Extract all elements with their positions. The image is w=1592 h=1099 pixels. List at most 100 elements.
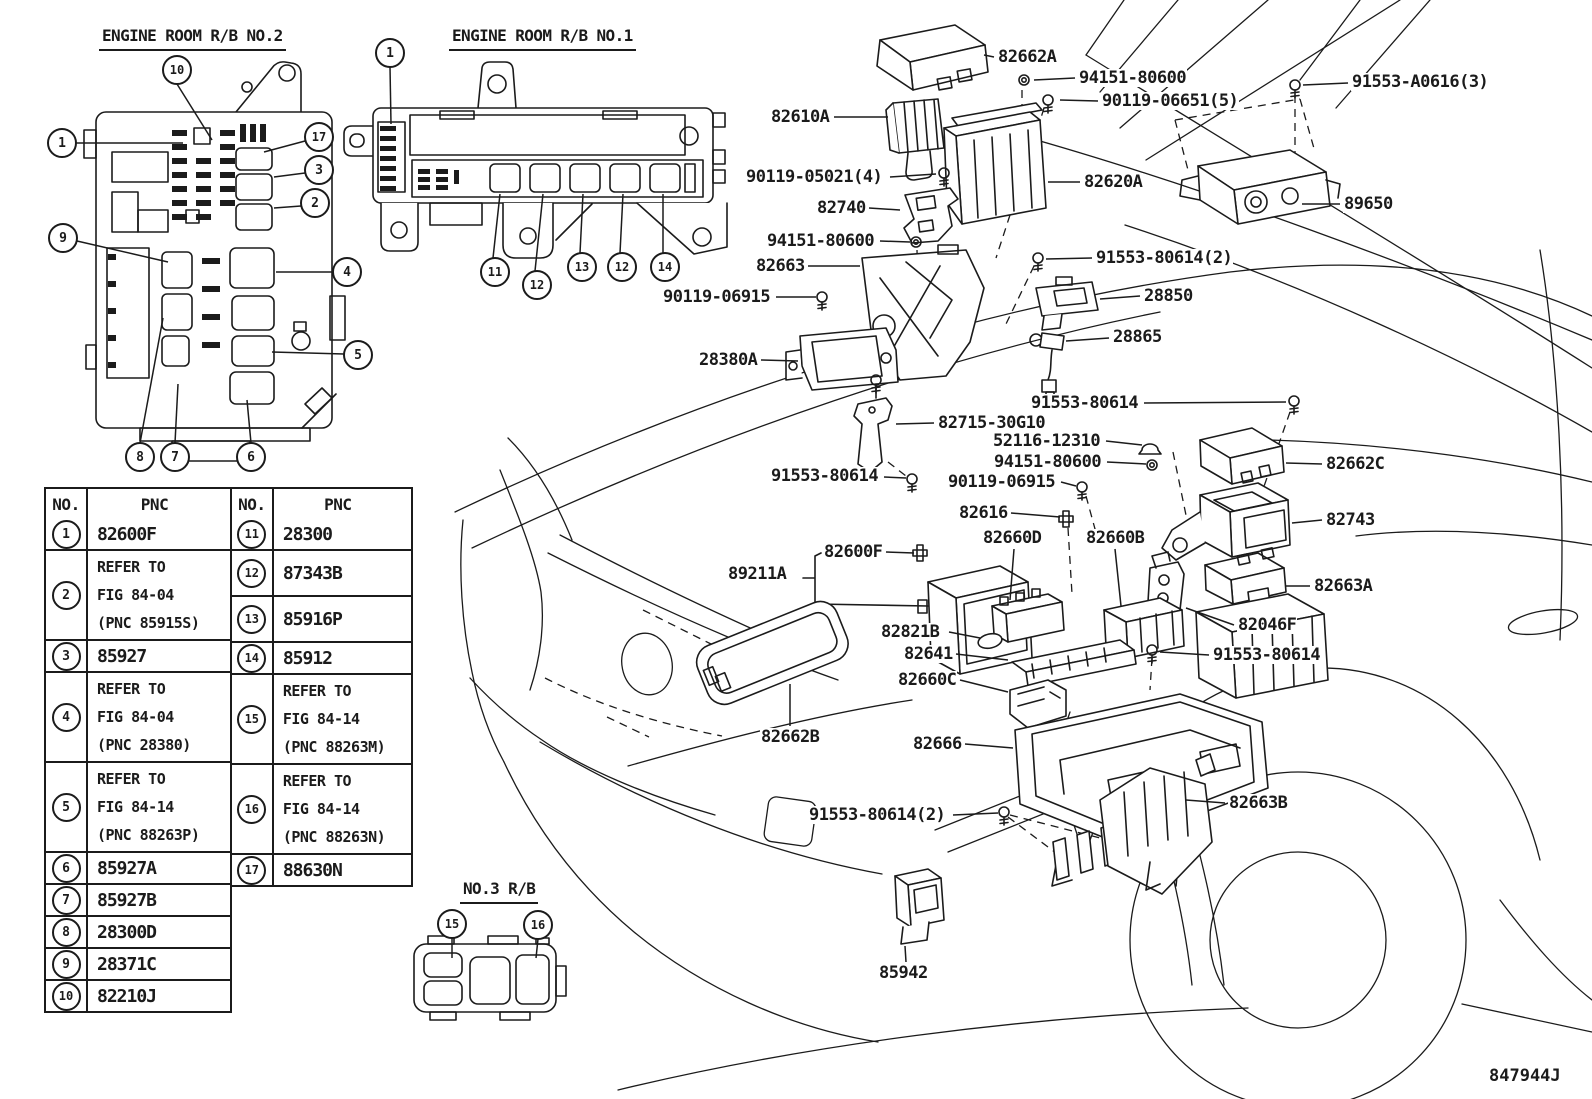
header-no: NO.: [232, 489, 274, 519]
leader-line: [885, 551, 915, 554]
leader-line: [389, 66, 392, 125]
callout-17: 17: [304, 122, 334, 152]
leader-line: [263, 140, 306, 153]
bolt-icon: [1032, 252, 1044, 272]
part-label: 52116-12310: [992, 431, 1102, 451]
pnc-cell: REFER TO FIG 84-04 (PNC 28380): [97, 680, 191, 754]
bolt-icon: [938, 167, 950, 187]
part-label: 94151-80600: [1078, 68, 1188, 88]
leader-lines: [76, 54, 1349, 963]
no-cell: 17: [232, 855, 274, 885]
pnc-cell: 87343B: [282, 562, 343, 584]
circled-number: 6: [51, 853, 81, 883]
table-header-row: NO. PNC: [46, 489, 230, 519]
no-cell: 15: [232, 675, 274, 763]
no-cell: 5: [46, 763, 88, 851]
part-label: 28865: [1112, 327, 1163, 347]
pnc-cell: 85912: [282, 647, 333, 669]
clip-icon: [1058, 510, 1074, 528]
part-label: 82666: [912, 734, 963, 754]
no-cell: 9: [46, 949, 88, 979]
part-label: 82663B: [1228, 793, 1289, 813]
bolt-icon: [998, 806, 1010, 826]
circled-number: 13: [237, 604, 267, 634]
bolt-icon: [1146, 644, 1158, 664]
leader-line: [948, 631, 981, 639]
leader-line: [868, 207, 901, 211]
circled-number: 11: [237, 519, 267, 549]
callout-9: 9: [48, 223, 78, 253]
rb-no1-title: ENGINE ROOM R/B NO.1: [449, 26, 636, 51]
part-label: 82046F: [1237, 615, 1298, 635]
no-cell: 6: [46, 853, 88, 883]
leader-line: [534, 193, 544, 272]
table-row: 8 28300D: [46, 915, 230, 947]
leader-line: [760, 359, 799, 362]
pnc-cell: REFER TO FIG 84-14 (PNC 88263P): [97, 770, 200, 844]
part-label: 82821B: [880, 622, 941, 642]
leader-line: [76, 240, 169, 263]
pnc-cell: 28300: [282, 523, 333, 545]
nut-icon: [1018, 74, 1030, 86]
callout-11: 11: [480, 257, 510, 287]
part-label: 82660C: [897, 670, 958, 690]
part-label: 91553-80614(2): [1095, 248, 1234, 268]
leader-line: [492, 193, 501, 259]
no-cell: 7: [46, 885, 88, 915]
part-label: 82641: [903, 644, 954, 664]
circled-number: 4: [51, 702, 81, 732]
part-label: 94151-80600: [766, 231, 876, 251]
leader-line: [1185, 799, 1226, 804]
circled-number: 3: [51, 641, 81, 671]
table-row: 17 88630N: [231, 853, 411, 885]
part-label: 82616: [958, 503, 1009, 523]
part-label: 90119-06915: [947, 472, 1057, 492]
part-label: 89650: [1343, 194, 1394, 214]
no-cell: 1: [46, 519, 88, 549]
pnc-cell: 88630N: [282, 859, 343, 881]
callout-1: 1: [47, 128, 77, 158]
part-label: 91553-80614(2): [808, 805, 947, 825]
leader-line: [176, 83, 213, 141]
rb-no2-title: ENGINE ROOM R/B NO.2: [99, 26, 286, 51]
part-label: 82740: [816, 198, 867, 218]
leader-line: [879, 240, 911, 243]
header-no: NO.: [46, 489, 88, 519]
figure-number: 847944J: [1489, 1066, 1561, 1086]
part-label: 82743: [1325, 510, 1376, 530]
relay-components: [695, 24, 1341, 945]
leader-line: [883, 476, 907, 479]
leader-line: [889, 173, 937, 178]
circled-number: 12: [237, 558, 267, 588]
leader-line: [1159, 651, 1210, 656]
pnc-cell: 85927B: [97, 889, 157, 911]
leader-line: [1302, 82, 1349, 86]
callout-4: 4: [332, 257, 362, 287]
callout-8: 8: [125, 442, 155, 472]
pnc-cell: REFER TO FIG 84-04 (PNC 85915S): [97, 558, 200, 632]
no-cell: 8: [46, 917, 88, 947]
leader-line: [1045, 257, 1093, 260]
leader-line: [579, 193, 584, 254]
part-label: 82620A: [1083, 172, 1144, 192]
pnc-cell: 28371C: [97, 953, 157, 975]
pnc-cell: 28300D: [97, 921, 157, 943]
callout-16: 16: [523, 910, 553, 940]
leader-line: [273, 205, 302, 209]
callout-2: 2: [300, 188, 330, 218]
pnc-cell: REFER TO FIG 84-14 (PNC 88263M): [282, 682, 386, 756]
leader-line: [1099, 295, 1141, 300]
rb-no3-title: NO.3 R/B: [460, 879, 539, 904]
header-pnc: PNC: [140, 494, 169, 514]
leader-line: [895, 422, 935, 425]
circled-number: 10: [51, 981, 81, 1011]
leader-line: [619, 193, 624, 254]
